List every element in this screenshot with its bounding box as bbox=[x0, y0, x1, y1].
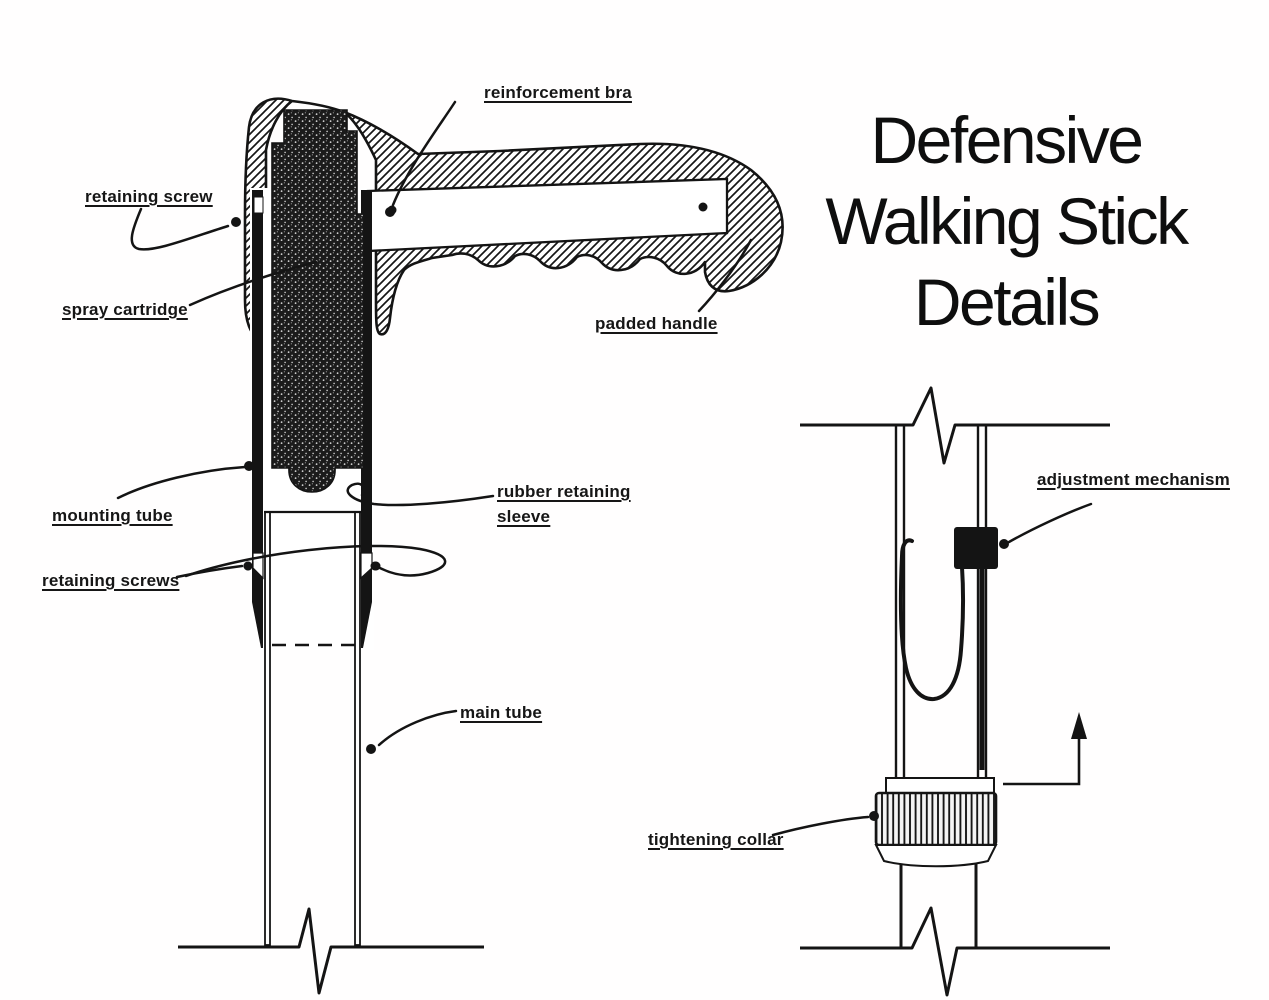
label-retaining-screw: retaining screw bbox=[85, 187, 213, 206]
label-tightening-collar: tightening collar bbox=[648, 830, 784, 849]
lower-tube-walls bbox=[894, 425, 988, 780]
label-main-tube: main tube bbox=[460, 703, 543, 722]
page-title: Defensive Walking Stick Details bbox=[788, 100, 1224, 343]
tightening-collar-shape bbox=[874, 777, 998, 947]
label-rubber-retaining-sleeve-line2: sleeve bbox=[497, 507, 551, 526]
label-retaining-screws: retaining screws bbox=[42, 571, 180, 590]
label-padded-handle: padded handle bbox=[595, 314, 718, 333]
break-symbol-right-top bbox=[800, 386, 1110, 465]
internal-cable bbox=[898, 538, 966, 702]
label-rubber-retaining-sleeve-line1: rubber retaining bbox=[497, 482, 631, 501]
title-line-2: Walking Stick bbox=[825, 184, 1189, 258]
bar-rivet-right bbox=[698, 202, 708, 212]
title-line-1: Defensive bbox=[870, 103, 1145, 177]
break-symbol-right-bottom bbox=[800, 906, 1110, 997]
label-adjustment-mechanism: adjustment mechanism bbox=[1037, 470, 1230, 489]
spray-cartridge-shape bbox=[264, 109, 365, 514]
retaining-screw-tip bbox=[231, 217, 241, 227]
leader-dots bbox=[243, 205, 1009, 821]
label-mounting-tube: mounting tube bbox=[52, 506, 173, 525]
break-symbol-left-bottom bbox=[178, 907, 484, 995]
title-line-3: Details bbox=[913, 265, 1101, 339]
label-rubber-retaining-sleeve: rubber retaining sleeve bbox=[497, 479, 637, 529]
rotate-arrow bbox=[1003, 712, 1087, 786]
arrow-head bbox=[1071, 712, 1087, 739]
label-spray-cartridge: spray cartridge bbox=[62, 300, 188, 319]
label-reinforcement-brace: reinforcement bra bbox=[484, 83, 632, 102]
adjustment-mechanism-block bbox=[898, 527, 998, 702]
leader-lines bbox=[116, 100, 1093, 837]
